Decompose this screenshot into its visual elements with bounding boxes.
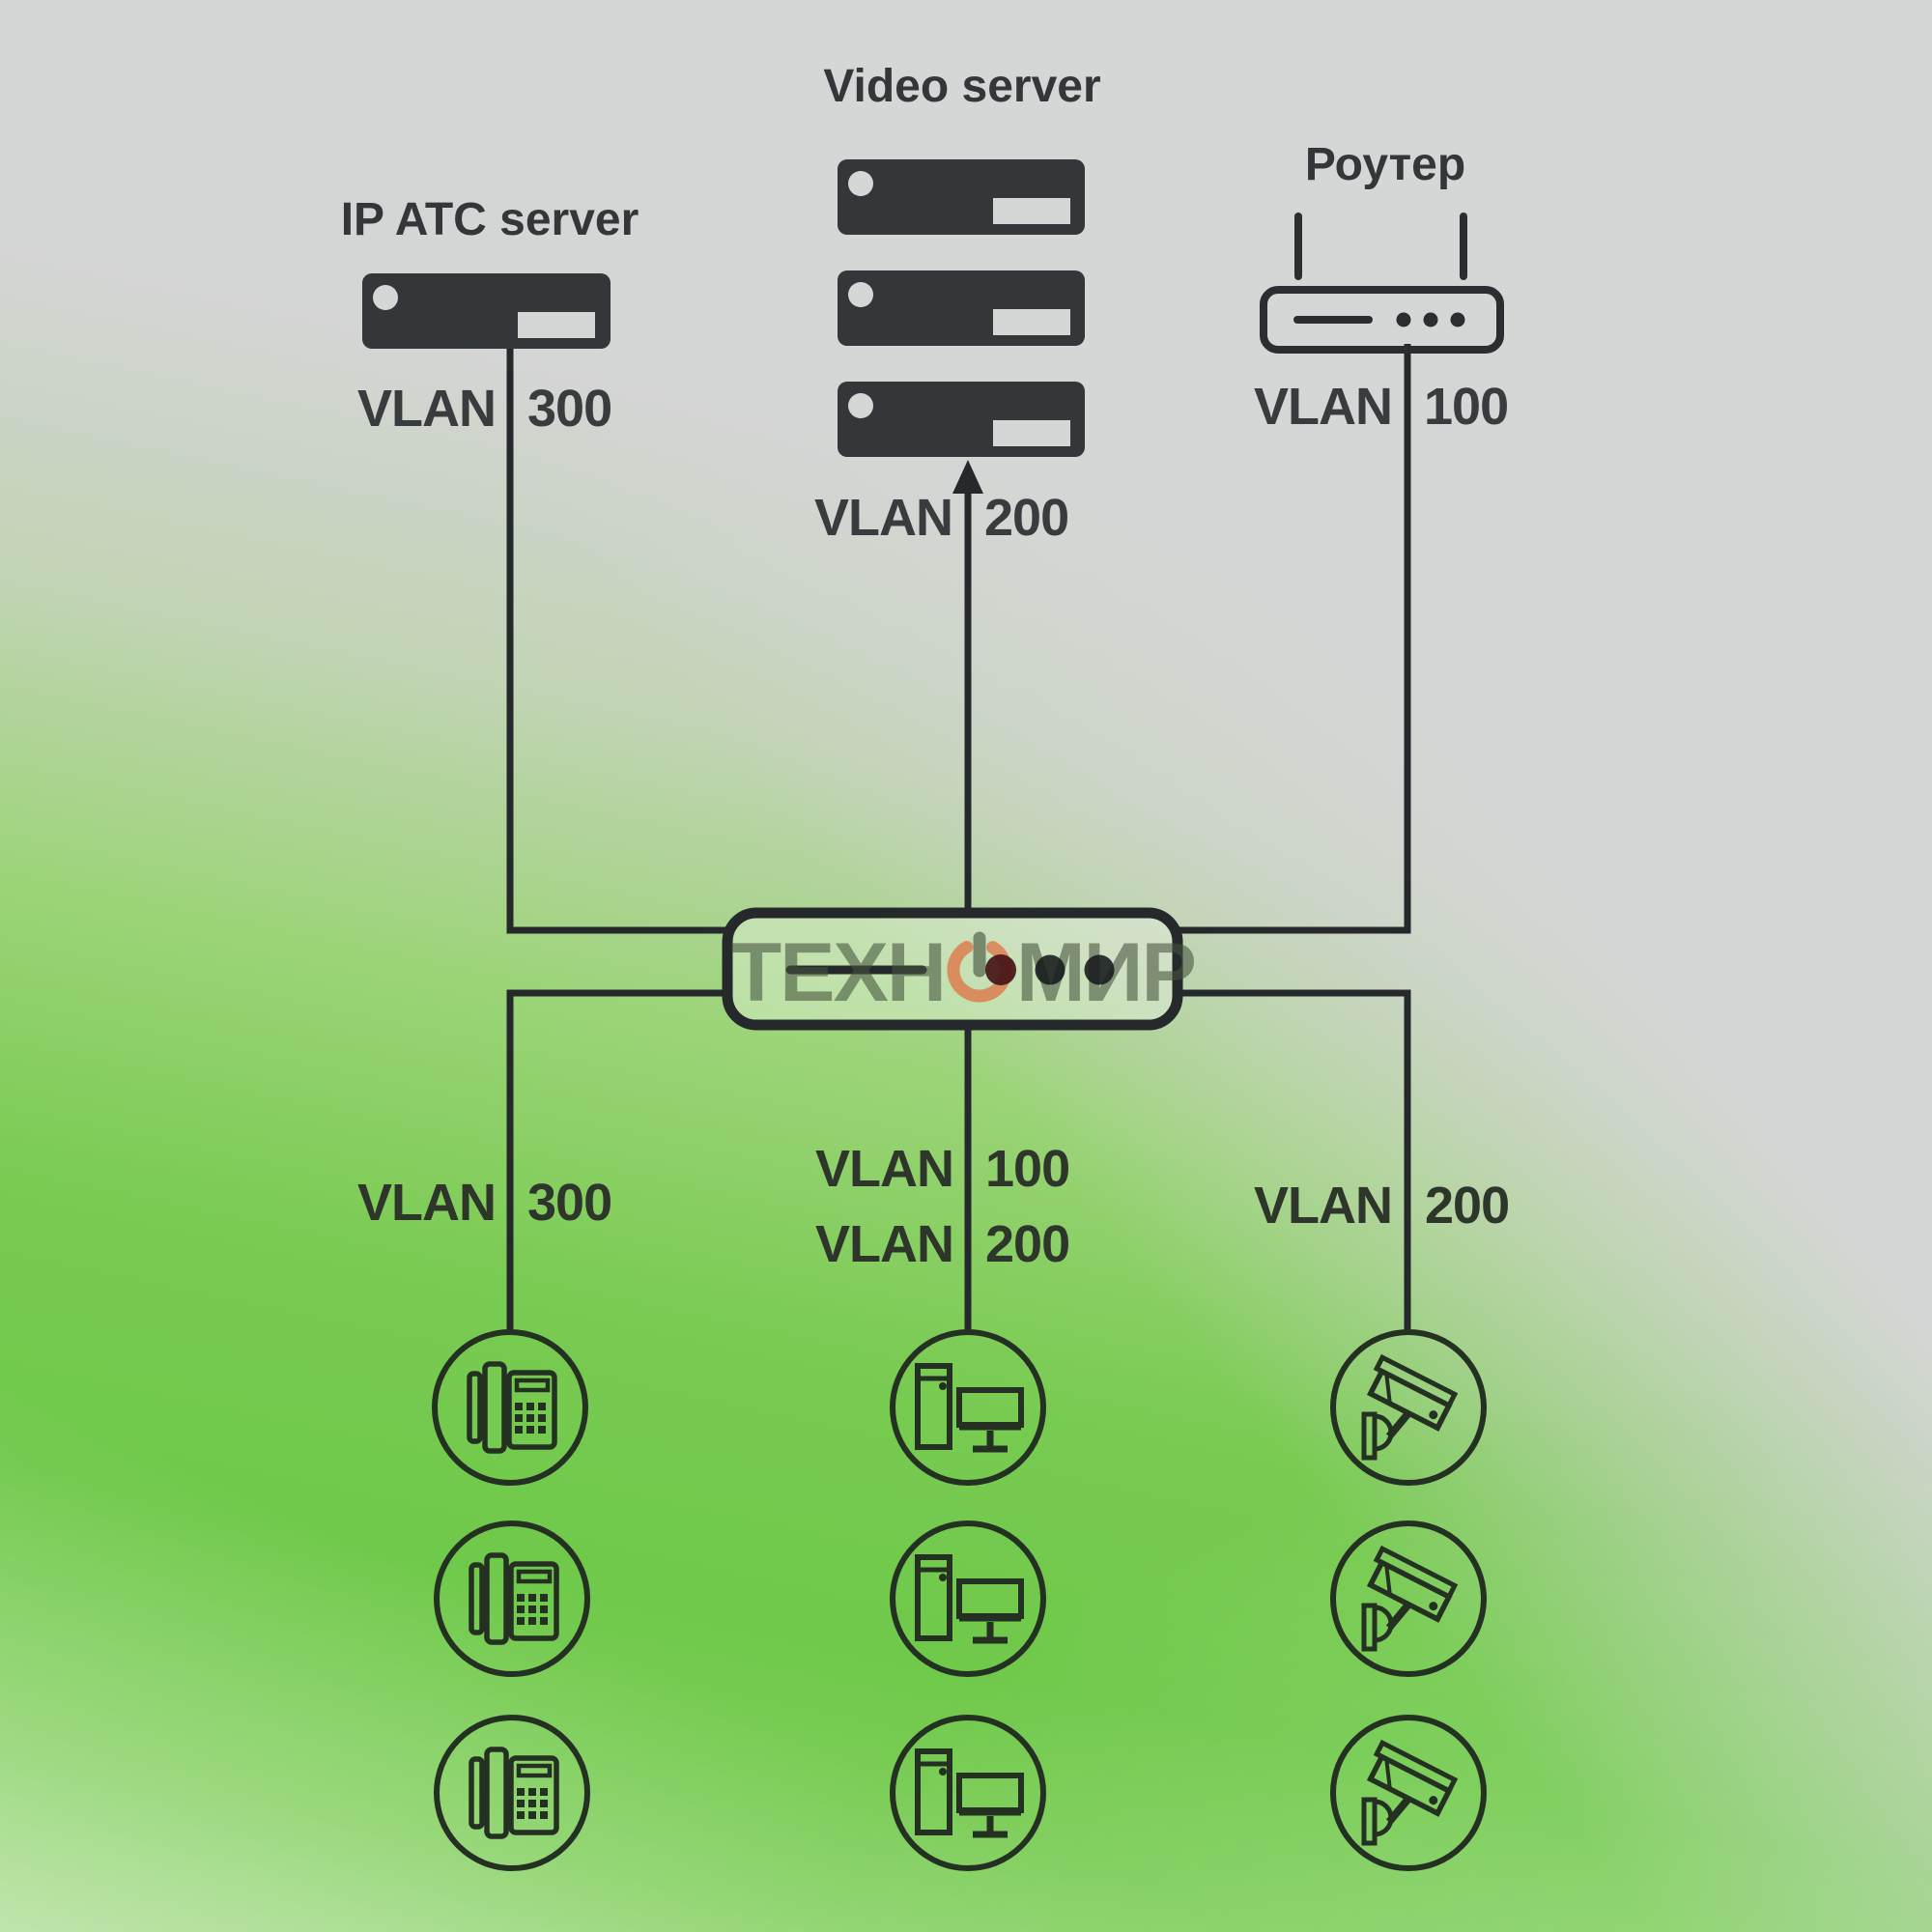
svg-text:VLAN: VLAN	[357, 380, 496, 438]
video-server-icon	[838, 159, 1085, 457]
svg-text:200: 200	[985, 1215, 1069, 1273]
router-dots	[1396, 312, 1465, 327]
switch-dot-red	[985, 954, 1016, 985]
phone-icon	[437, 1718, 587, 1868]
technomir-watermark: ТЕХН МИР	[731, 926, 1197, 1019]
svg-text:VLAN: VLAN	[1254, 378, 1392, 436]
video-server-unit	[838, 382, 1085, 457]
line-router-to-switch	[1174, 344, 1411, 934]
svg-text:VLAN: VLAN	[815, 1140, 953, 1198]
vlan-label-cameras: VLAN 200	[1254, 1177, 1510, 1235]
vlan-label-video: VLAN 200	[814, 489, 1069, 547]
router-body	[1260, 286, 1504, 354]
router-label: Роутер	[1305, 139, 1465, 190]
line-atc-to-switch	[506, 340, 731, 934]
svg-text:300: 300	[527, 380, 611, 438]
camera-icon	[1333, 1523, 1484, 1674]
computer-icon	[893, 1523, 1043, 1674]
video-server-label: Video server	[823, 61, 1100, 112]
svg-text:VLAN: VLAN	[815, 1215, 953, 1273]
ip-atc-server-icon	[362, 273, 611, 349]
phone-icon	[435, 1332, 585, 1483]
computer-icon	[893, 1332, 1043, 1483]
switch-dots	[985, 954, 1115, 985]
phone-icon	[437, 1523, 587, 1674]
vlan-label-computers-1: VLAN 100	[815, 1140, 1070, 1198]
svg-text:VLAN: VLAN	[1254, 1177, 1392, 1235]
atc-server-label: IP ATC server	[341, 194, 639, 245]
svg-text:300: 300	[527, 1174, 611, 1232]
line-switch-to-cameras	[1174, 989, 1411, 1335]
camera-icon	[1333, 1332, 1484, 1483]
video-server-unit	[838, 159, 1085, 235]
router-icon	[1260, 213, 1504, 354]
vlan-label-router: VLAN 100	[1254, 378, 1509, 436]
svg-text:100: 100	[985, 1140, 1069, 1198]
vlan-label-computers-2: VLAN 200	[815, 1215, 1070, 1273]
svg-text:200: 200	[984, 489, 1068, 547]
svg-text:VLAN: VLAN	[357, 1174, 496, 1232]
camera-icon	[1333, 1718, 1484, 1868]
line-switch-to-phones	[506, 989, 731, 1335]
svg-text:200: 200	[1425, 1177, 1509, 1235]
computer-icon	[893, 1718, 1043, 1868]
watermark-text-left: ТЕХН	[731, 926, 945, 1019]
svg-text:100: 100	[1424, 378, 1508, 436]
vlan-label-phones: VLAN 300	[357, 1174, 612, 1232]
video-server-unit	[838, 270, 1085, 346]
up-arrow-icon	[952, 460, 983, 494]
vlan-label-atc: VLAN 300	[357, 380, 612, 438]
svg-text:VLAN: VLAN	[814, 489, 952, 547]
